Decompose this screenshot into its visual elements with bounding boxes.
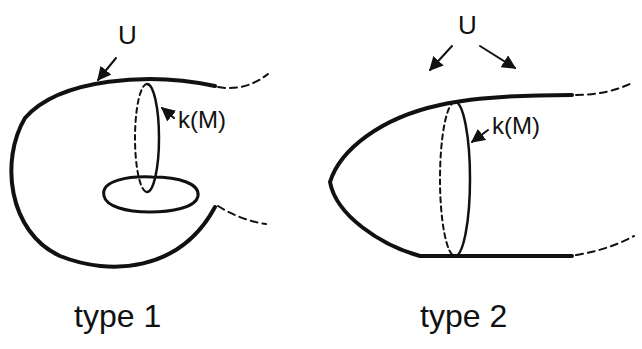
dashed-continuation [576,82,634,95]
curve-front [455,102,470,256]
curve-label: k(M) [178,108,226,132]
pointer-arrow [430,46,452,70]
pointer-arrow [162,108,174,118]
dashed-continuation [218,74,268,88]
bulb-outline [330,95,572,256]
dashed-continuation [576,236,634,255]
pointer-arrow [480,46,515,68]
curve-label: k(M) [492,114,540,138]
curve-front [147,84,159,192]
surface-label: U [458,12,477,38]
dashed-continuation [218,206,266,224]
surface-label: U [118,22,137,48]
curve-back [135,84,147,192]
type-caption: type 2 [420,300,507,332]
type-caption: type 1 [74,300,161,332]
curve-back [440,102,455,256]
pointer-arrow [472,130,488,142]
torus-hole [104,177,198,212]
pointer-arrow [98,58,116,80]
